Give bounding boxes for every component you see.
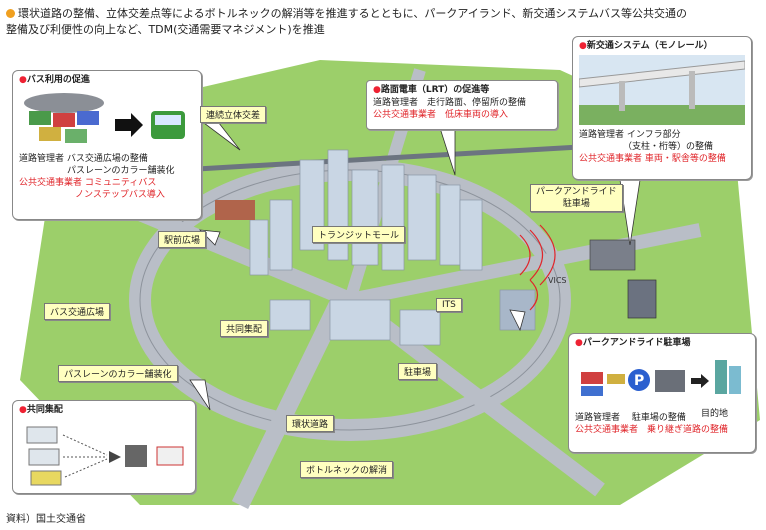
bullet-icon [6,9,15,18]
callout-bus: ●バス利用の促進 道路管理者 バス交通広場の整備 パスレーンのカラー舗装化 公共… [12,70,202,220]
callout-parkride: ●パークアンドライド駐車場 P 目的地 道路管理者 駐車場の整備 公共交通事業者… [568,333,756,453]
parking-sign-icon [628,369,650,391]
vics-waves [519,224,556,311]
label-joint: 共同集配 [220,320,269,337]
arrow-right-icon [115,113,143,137]
callout-parkride-title: パークアンドライド駐車場 [582,338,691,348]
callout-joint-delivery: ●共同集配 [12,400,196,494]
road-s [231,296,349,509]
header: 環状道路の整備、立体交差点等によるボトルネックの解消等を推進するとともに、パーク… [6,6,760,38]
callout-monorail-title: 新交通システム（モノレール） [586,41,713,51]
its-building [627,279,657,319]
label-bus-plaza: バス交通広場 [44,303,111,320]
header-line1: 環状道路の整備、立体交差点等によるボトルネックの解消等を推進するとともに、パーク… [18,7,688,20]
delivery-trucks-illustration [26,426,184,486]
label-parking: 駐車場 [398,363,438,380]
callout-monorail-line3: 公共交通事業者 車両・駅舎等の整備 [579,154,726,164]
label-transit-mall: トランジットモール [312,226,406,243]
bullet-icon: ● [19,75,27,85]
label-parkride-lot-text: パークアンドライド 駐車場 [536,187,617,209]
callout-monorail-line1: 道路管理者 インフラ部分 [579,130,681,140]
parking-garage [589,239,636,271]
road-ne [348,223,702,307]
bullet-icon: ● [579,41,587,51]
label-ring-road: 環状道路 [286,415,335,432]
callout-lrt-line1: 道路管理者 走行路面、停留所の整備 [373,98,527,108]
parkride-illustration: P [581,360,741,396]
svg-text:P: P [634,373,644,389]
monorail-photo [578,55,746,125]
label-vics: VICS [548,276,567,285]
callout-parkride-line2: 公共交通事業者 乗り継ぎ道路の整備 [575,425,729,435]
station-plaza [215,200,255,220]
callout-joint-title: 共同集配 [26,405,63,415]
buildings [249,149,536,346]
label-buslane: パスレーンのカラー舗装化 [58,365,178,382]
callout-monorail-line2: （支柱・桁等）の整備 [623,142,714,152]
source-note: 資料）国土交通省 [6,514,86,525]
callout-lrt-title: 路面電車（LRT）の促進等 [380,85,490,95]
callout-lrt-line2: 公共交通事業者 低床車両の導入 [373,110,509,120]
arrow-right-icon [691,374,709,388]
ring-road-edge [139,169,561,431]
header-line2: 整備及び利便性の向上など、TDM(交通需要マネジメント)を推進 [6,23,325,36]
bullet-icon: ● [575,338,583,348]
callout-parkride-line1: 道路管理者 駐車場の整備 [575,413,686,423]
callout-parkride-dest: 目的地 [701,409,729,419]
bullet-icon: ● [19,405,27,415]
callout-monorail: ●新交通システム（モノレール） 道路管理者 インフラ部分 （支柱・桁等）の整備 … [572,36,752,180]
callout-bus-line4: ノンステップバス導入 [75,190,165,200]
bullet-icon: ● [373,85,381,95]
arrow-right-icon [109,451,121,463]
label-bottleneck: ボトルネックの解消 [300,461,394,478]
callout-bus-line3: 公共交通事業者 コミュニティバス [19,178,157,188]
callout-bus-line1: 道路管理者 バス交通広場の整備 [19,154,148,164]
callout-bus-title: バス利用の促進 [26,75,90,85]
label-ekimae: 駅前広場 [158,231,207,248]
label-parkride-lot: パークアンドライド 駐車場 [530,184,623,212]
label-its: ITS [436,298,462,312]
label-renzoku: 連続立体交差 [200,106,267,123]
callout-bus-line2: パスレーンのカラー舗装化 [67,166,175,176]
bus-illustration [24,93,185,143]
callout-lrt: ●路面電車（LRT）の促進等 道路管理者 走行路面、停留所の整備 公共交通事業者… [366,80,558,130]
road-se [345,293,605,497]
